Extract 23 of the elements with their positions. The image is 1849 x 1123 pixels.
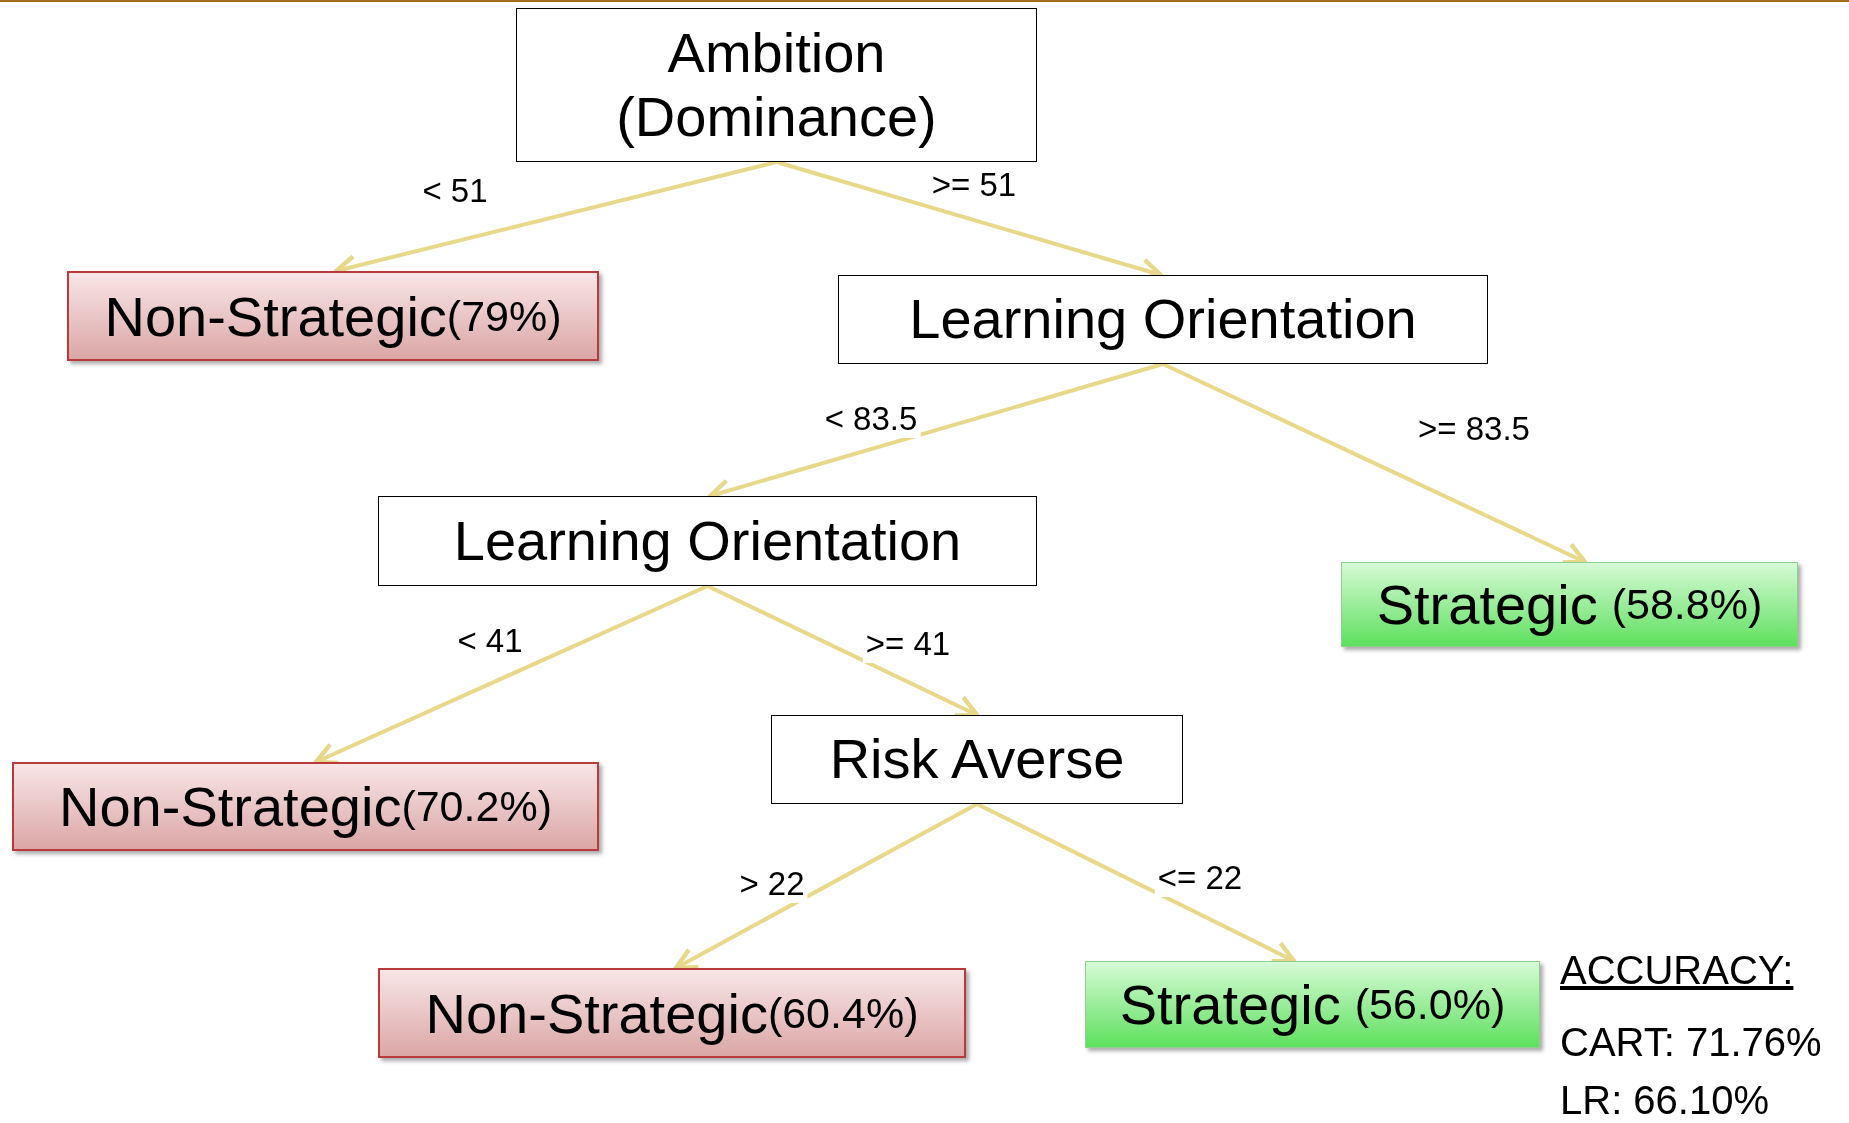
accuracy-value: LR: 66.10% [1560, 1078, 1770, 1123]
percentage-label: (56.0%) [1354, 980, 1506, 1029]
percentage-label: (60.4%) [767, 988, 919, 1038]
class-label: Non-Strategic [104, 283, 447, 349]
split-node-box: Ambition (Dominance) [516, 8, 1037, 162]
non-strategic-leaf-box [12, 762, 599, 851]
accuracy-value: CART: 71.76% [1560, 1020, 1822, 1065]
split-node-box: Learning Orientation [378, 496, 1037, 586]
class-label: Strategic [1376, 572, 1598, 637]
percentage-label: (58.8%) [1611, 580, 1763, 629]
split-node-box: Learning Orientation [838, 275, 1488, 364]
accuracy-heading: ACCURACY: [1560, 948, 1794, 993]
non-strategic-leaf-box [378, 968, 966, 1058]
strategic-leaf-box [1341, 562, 1798, 647]
percentage-label: (70.2%) [401, 782, 552, 831]
class-label: Non-Strategic [59, 774, 402, 839]
class-label: Non-Strategic [425, 980, 768, 1046]
branch-arrow [673, 802, 978, 971]
non-strategic-leaf-box [67, 271, 599, 361]
strategic-leaf-box [1085, 961, 1540, 1048]
class-label: Strategic [1119, 972, 1341, 1037]
split-node-box: Risk Averse [771, 715, 1183, 804]
percentage-label: (79%) [446, 291, 562, 341]
